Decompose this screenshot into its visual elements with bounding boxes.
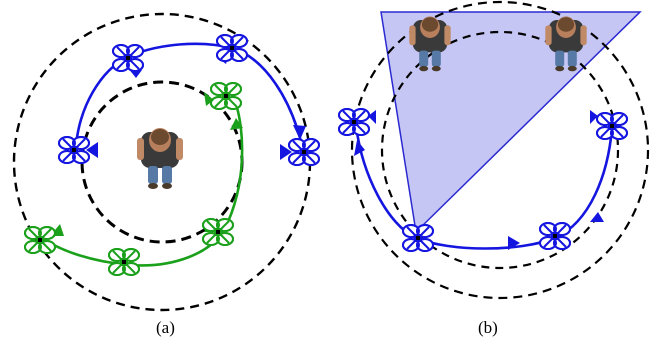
green-drone-a1 (210, 82, 242, 110)
green-arrow-a1 (230, 118, 243, 130)
blue-drone-a2 (216, 34, 248, 62)
caption-b: (b) (478, 318, 498, 337)
blue-trajectory-a (74, 42, 305, 151)
green-trajectory-a (37, 87, 244, 267)
blue-heading-a4 (280, 144, 292, 160)
panel-a (12, 12, 320, 312)
inner-circle-b (380, 30, 620, 270)
blue-trajectory-b (354, 124, 614, 250)
green-heading-a1 (204, 92, 214, 106)
blue-drone-b3 (539, 222, 571, 250)
blue-heading-b4 (590, 110, 598, 124)
blue-heading-b1 (368, 110, 376, 124)
caption-a: (a) (156, 318, 175, 337)
blue-drone-a1 (112, 44, 144, 72)
outer-circle-b (350, 0, 650, 300)
blue-heading-a3 (86, 142, 98, 158)
blue-drone-a4 (288, 138, 320, 166)
blue-arrow-b3 (590, 212, 604, 222)
blue-arrow-b2 (508, 236, 520, 250)
blue-drone-a3 (58, 136, 90, 164)
person-a (137, 128, 183, 189)
panel-b (338, 0, 650, 300)
green-drone-a4 (24, 226, 56, 254)
blue-drone-b2 (402, 224, 434, 252)
blue-arrow-b1 (354, 140, 365, 156)
blue-drone-b4 (596, 112, 628, 140)
blue-arrow-a3 (293, 125, 306, 140)
blue-drone-b1 (338, 108, 370, 136)
